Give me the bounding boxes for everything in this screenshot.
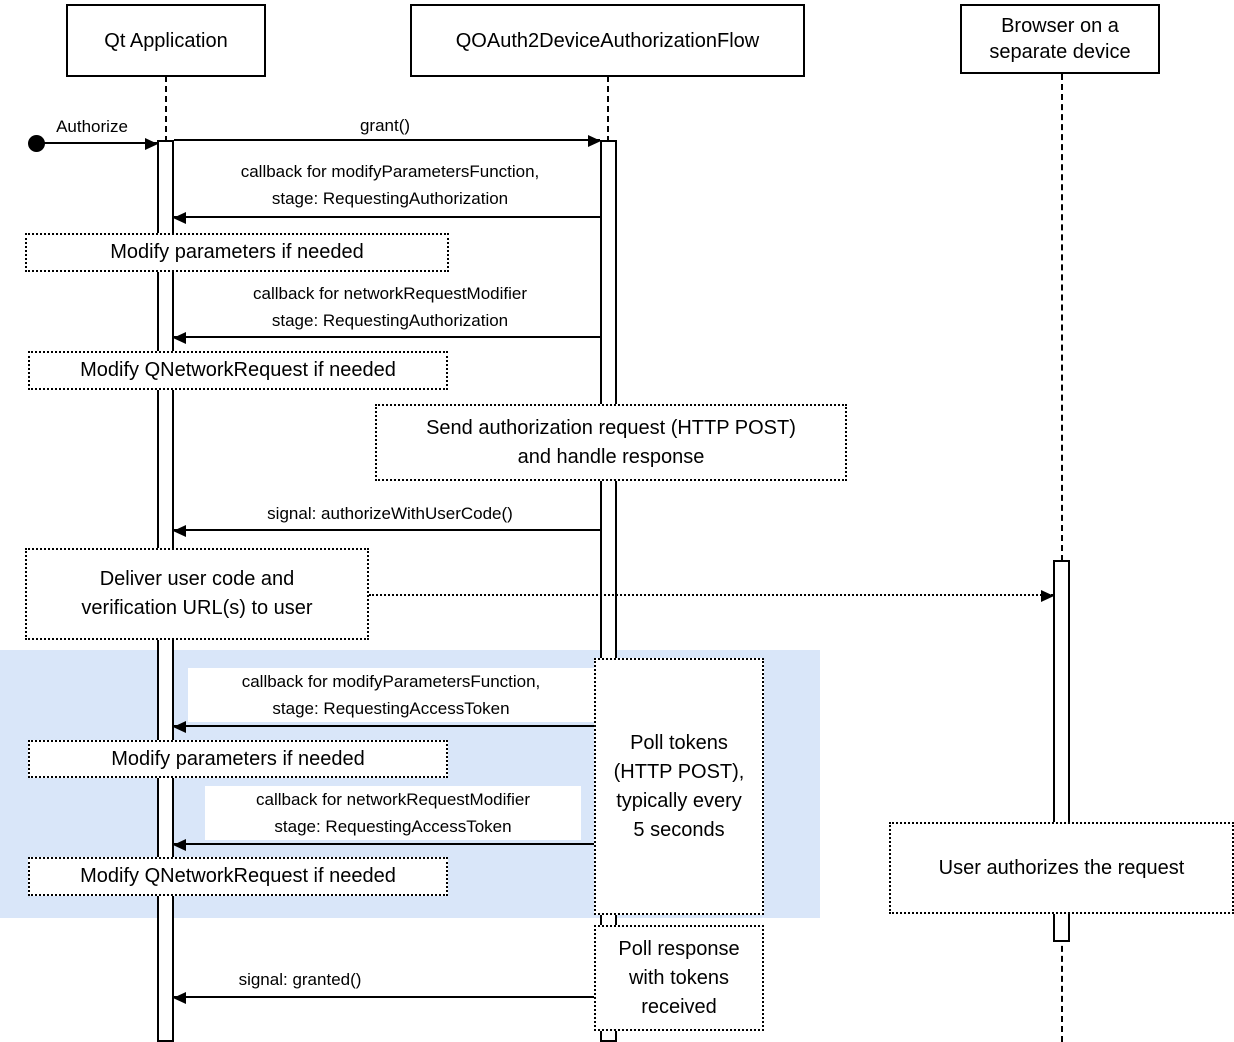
arrowhead xyxy=(173,332,186,344)
callback-network-request-access-token-arrow xyxy=(173,839,595,851)
callback-network-request-authorization-arrow xyxy=(173,332,600,344)
callback-modify-parameters-access-token-arrow xyxy=(173,721,595,733)
actor-qt-application: Qt Application xyxy=(66,4,266,77)
arrowhead xyxy=(173,721,186,733)
grant-label: grant() xyxy=(359,116,411,135)
note-modify-parameters-access-token: Modify parameters if needed xyxy=(28,740,448,778)
arrowhead xyxy=(173,212,186,224)
deliver-user-code-arrow xyxy=(369,590,1054,602)
signal-authorize-with-user-code-arrow xyxy=(173,525,600,537)
arrowhead xyxy=(173,839,186,851)
note-modify-qnetworkrequest-authorization: Modify QNetworkRequest if needed xyxy=(28,351,448,390)
note-user-authorizes: User authorizes the request xyxy=(889,822,1234,914)
arrowhead xyxy=(173,992,186,1004)
authorize-arrow xyxy=(36,138,158,150)
lifeline-browser xyxy=(1061,74,1063,1042)
start-node xyxy=(28,135,45,152)
note-modify-qnetworkrequest-access-token: Modify QNetworkRequest if needed xyxy=(28,857,448,896)
actor-qoauth2-device-authorization-flow: QOAuth2DeviceAuthorizationFlow xyxy=(410,4,805,77)
arrowhead xyxy=(145,138,158,150)
signal-granted-label: signal: granted() xyxy=(238,970,362,989)
authorize-label: Authorize xyxy=(56,117,128,136)
note-poll-response: Poll response with tokens received xyxy=(594,925,764,1031)
note-deliver-user-code: Deliver user code and verification URL(s… xyxy=(25,548,369,640)
note-send-authorization-request: Send authorization request (HTTP POST) a… xyxy=(375,404,847,481)
actor-browser-separate-device: Browser on a separate device xyxy=(960,4,1160,74)
signal-authorize-with-user-code-label: signal: authorizeWithUserCode() xyxy=(267,504,513,523)
arrowhead xyxy=(588,135,601,147)
callback-network-request-access-token-label: callback for networkRequestModifier stag… xyxy=(205,786,581,840)
note-poll-tokens: Poll tokens (HTTP POST), typically every… xyxy=(594,658,764,915)
note-modify-parameters-authorization: Modify parameters if needed xyxy=(25,233,449,272)
grant-arrow xyxy=(174,135,601,147)
arrowhead xyxy=(1041,590,1054,602)
callback-modify-parameters-authorization-arrow xyxy=(173,212,600,224)
callback-network-request-authorization-label: callback for networkRequestModifier stag… xyxy=(252,284,527,330)
signal-granted-arrow xyxy=(173,992,595,1004)
callback-modify-parameters-authorization-label: callback for modifyParametersFunction, s… xyxy=(240,162,540,208)
arrowhead xyxy=(173,525,186,537)
callback-modify-parameters-access-token-label: callback for modifyParametersFunction, s… xyxy=(188,668,594,722)
